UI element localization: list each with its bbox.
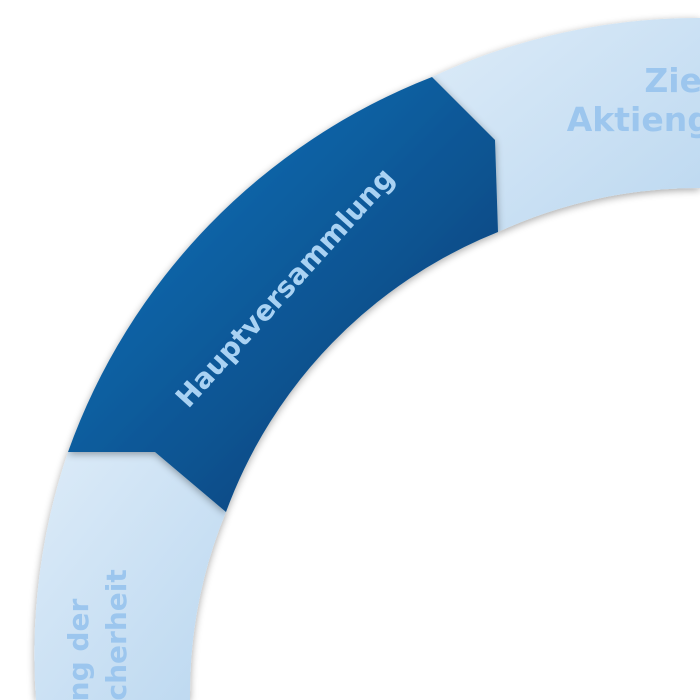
segment-label-ziele-2: Aktienge <box>567 100 700 139</box>
segment-hauptversammlung[interactable] <box>68 77 498 512</box>
segment-label-ziele-1: Ziele <box>644 61 700 100</box>
segment-sicherheit[interactable] <box>34 452 227 700</box>
segment-label-sicherheit-2: sicherheit <box>100 569 133 700</box>
segment-ziele[interactable] <box>432 17 700 232</box>
segment-label-sicherheit-1: ung der <box>62 599 95 700</box>
